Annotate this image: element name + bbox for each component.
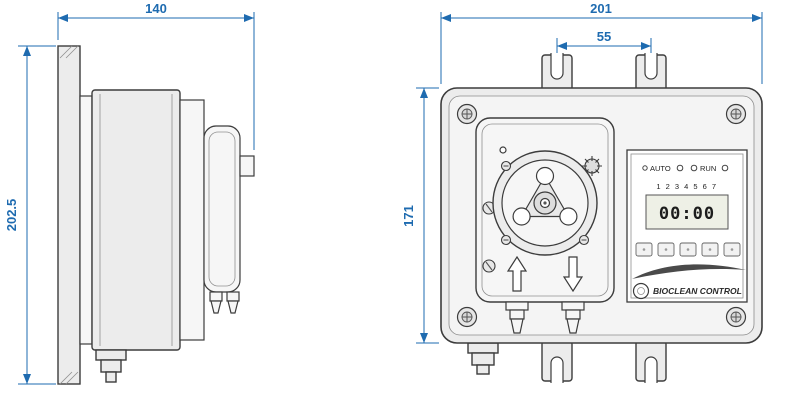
hose-fitting-front-left xyxy=(505,301,529,334)
dim-side-width: 140 xyxy=(57,1,255,150)
dim-slot-spacing: 55 xyxy=(556,29,652,54)
body-spacer xyxy=(79,95,93,345)
dim-side-height: 202.5 xyxy=(4,45,56,385)
day-digits: 1 2 3 4 5 6 7 xyxy=(656,182,717,191)
auto-led xyxy=(676,164,684,172)
bracket-slot xyxy=(644,53,658,80)
mounting-bracket-bottom-right xyxy=(635,340,667,383)
side-view: 140 202.5 xyxy=(4,1,255,385)
knob-nub xyxy=(239,155,255,177)
bracket-slot xyxy=(550,356,564,383)
mounting-bracket-top-left xyxy=(541,53,573,92)
mounting-bracket-top-right xyxy=(635,53,667,92)
panel-buttons xyxy=(635,242,741,257)
front-width-label: 201 xyxy=(590,1,612,16)
up-arrow-icon xyxy=(506,255,528,292)
head-screw-icon xyxy=(500,234,512,246)
circle-logo-icon xyxy=(632,282,650,300)
roller xyxy=(512,207,531,226)
corner-screw-icon xyxy=(725,306,747,328)
hub-dot xyxy=(543,201,547,205)
indicator-led xyxy=(642,165,648,171)
run-led xyxy=(721,164,729,172)
pump-head xyxy=(492,150,598,256)
side-width-label: 140 xyxy=(145,1,167,16)
timer-panel: AUTO RUN 1 2 3 4 5 6 7 00:00 BIOCLEAN CO… xyxy=(626,149,748,303)
roller xyxy=(535,166,555,186)
dim-front-width: 201 xyxy=(440,1,763,84)
brand-swoosh xyxy=(632,264,746,279)
hose-fitting-side-left xyxy=(209,291,223,314)
device-body-side xyxy=(91,89,181,351)
corner-screw-icon xyxy=(456,306,478,328)
cable-gland-front xyxy=(467,342,499,375)
slotted-screw-icon xyxy=(482,259,496,273)
head-screw-icon xyxy=(500,160,512,172)
run-label: RUN xyxy=(700,164,716,173)
cable-gland-side xyxy=(95,349,127,383)
wall-plate-hatch xyxy=(59,45,79,385)
mode-led xyxy=(690,164,698,172)
head-screw-icon xyxy=(578,234,590,246)
bracket-slot xyxy=(550,53,564,80)
timer-panel-inner xyxy=(630,153,744,299)
status-led xyxy=(499,146,507,154)
bracket-slot xyxy=(644,356,658,383)
slot-spacing-label: 55 xyxy=(597,29,611,44)
corner-screw-icon xyxy=(725,103,747,125)
pump-module-inner xyxy=(481,123,609,297)
time-display: 00:00 xyxy=(659,204,715,224)
side-height-label: 202.5 xyxy=(4,199,19,232)
front-height-label: 171 xyxy=(401,205,416,227)
front-bezel-side xyxy=(179,99,205,341)
down-arrow-icon xyxy=(562,256,584,293)
roller xyxy=(559,207,578,226)
pump-cover-inner xyxy=(208,131,236,287)
dim-front-height: 171 xyxy=(401,87,439,344)
hose-fitting-side-right xyxy=(226,291,240,314)
lcd-display xyxy=(645,194,729,230)
hose-fitting-front-right xyxy=(561,301,585,334)
brand-label: BIOCLEAN CONTROL xyxy=(653,286,742,296)
front-view: 201 55 171 xyxy=(401,1,763,383)
star-knob-icon xyxy=(582,156,602,176)
wall-plate xyxy=(57,45,81,385)
corner-screw-icon xyxy=(456,103,478,125)
auto-label: AUTO xyxy=(650,164,671,173)
mounting-bracket-bottom-left xyxy=(541,340,573,383)
